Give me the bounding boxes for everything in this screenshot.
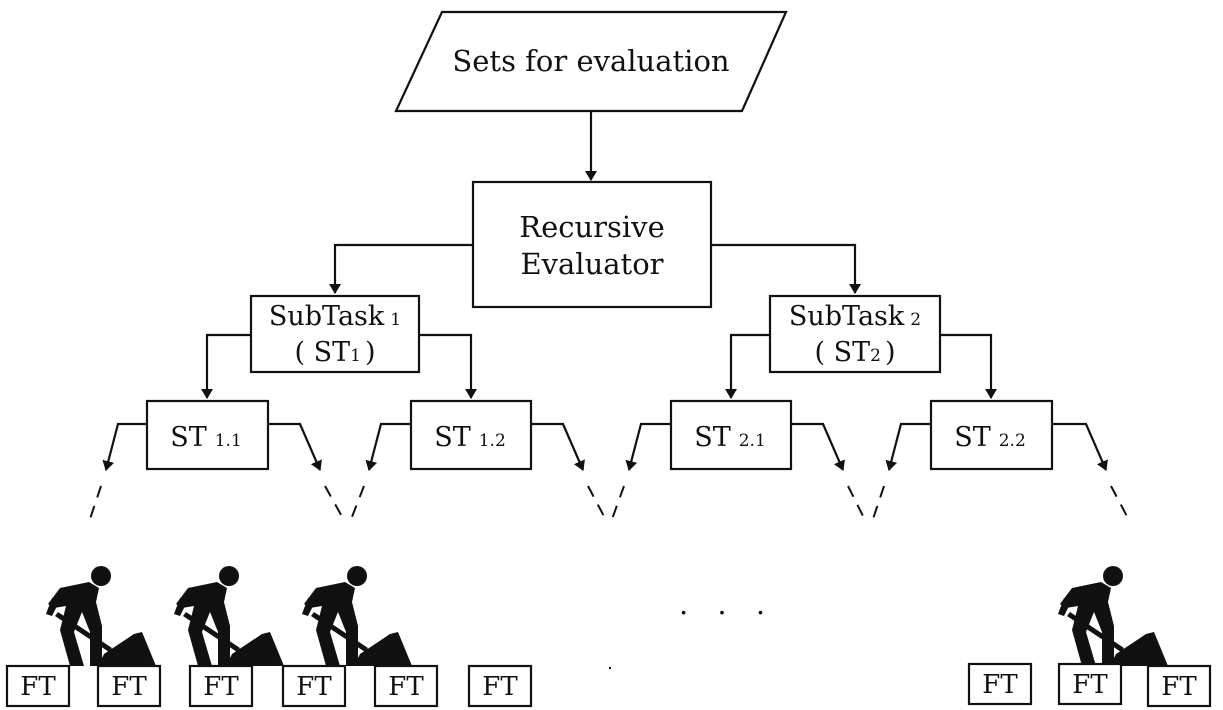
final-task-5: FT bbox=[373, 664, 439, 708]
edge-evaluator-to-subtask-2 bbox=[711, 243, 861, 294]
final-task-8: FT bbox=[1057, 662, 1123, 706]
edge-subtask-2-to-st-2-1 bbox=[725, 333, 770, 399]
subtask-2-abbr: ( ST2) bbox=[815, 337, 896, 368]
edge-evaluator-to-subtask-1 bbox=[329, 243, 473, 294]
final-task-6: FT bbox=[467, 664, 533, 708]
svg-text:FT: FT bbox=[1161, 672, 1197, 702]
svg-text:FT: FT bbox=[296, 672, 332, 702]
worker-digging-icon bbox=[174, 566, 284, 666]
svg-text:ST1.1: ST1.1 bbox=[170, 422, 242, 453]
stray-dot bbox=[608, 666, 612, 670]
svg-text:FT: FT bbox=[111, 672, 147, 702]
recursion-continuation-edges bbox=[88, 422, 1131, 523]
svg-text:FT: FT bbox=[982, 670, 1018, 700]
svg-text:ST2.2: ST2.2 bbox=[954, 422, 1026, 453]
svg-text:ST2.1: ST2.1 bbox=[694, 422, 766, 453]
svg-text:ST1.2: ST1.2 bbox=[434, 422, 506, 453]
svg-text:FT: FT bbox=[388, 672, 424, 702]
edge-subtask-2-to-st-2-2 bbox=[940, 333, 997, 399]
final-task-3: FT bbox=[188, 664, 254, 708]
evaluator-line2: Evaluator bbox=[520, 247, 663, 281]
worker-digging-icon bbox=[1058, 566, 1168, 666]
worker-digging-icon bbox=[46, 566, 156, 666]
svg-text:FT: FT bbox=[20, 672, 56, 702]
input-sets-label: Sets for evaluation bbox=[452, 44, 729, 78]
final-task-4: FT bbox=[281, 664, 347, 708]
worker-digging-icon bbox=[302, 566, 412, 666]
final-task-2: FT bbox=[96, 664, 162, 708]
edge-subtask-1-to-st-1-2 bbox=[419, 333, 477, 399]
recursive-evaluator-node: Recursive Evaluator bbox=[471, 180, 713, 309]
input-sets-node: Sets for evaluation bbox=[394, 10, 788, 113]
svg-text:FT: FT bbox=[203, 672, 239, 702]
final-task-1: FT bbox=[5, 664, 71, 708]
edge-subtask-1-to-st-1-1 bbox=[201, 333, 251, 399]
final-task-7: FT bbox=[967, 662, 1033, 706]
svg-text:FT: FT bbox=[482, 672, 518, 702]
evaluator-line1: Recursive bbox=[519, 210, 664, 244]
subtask-1-abbr: ( ST1) bbox=[295, 337, 376, 368]
svg-text:FT: FT bbox=[1072, 670, 1108, 700]
final-task-9: FT bbox=[1146, 664, 1212, 708]
ellipsis: . . . bbox=[679, 587, 775, 621]
